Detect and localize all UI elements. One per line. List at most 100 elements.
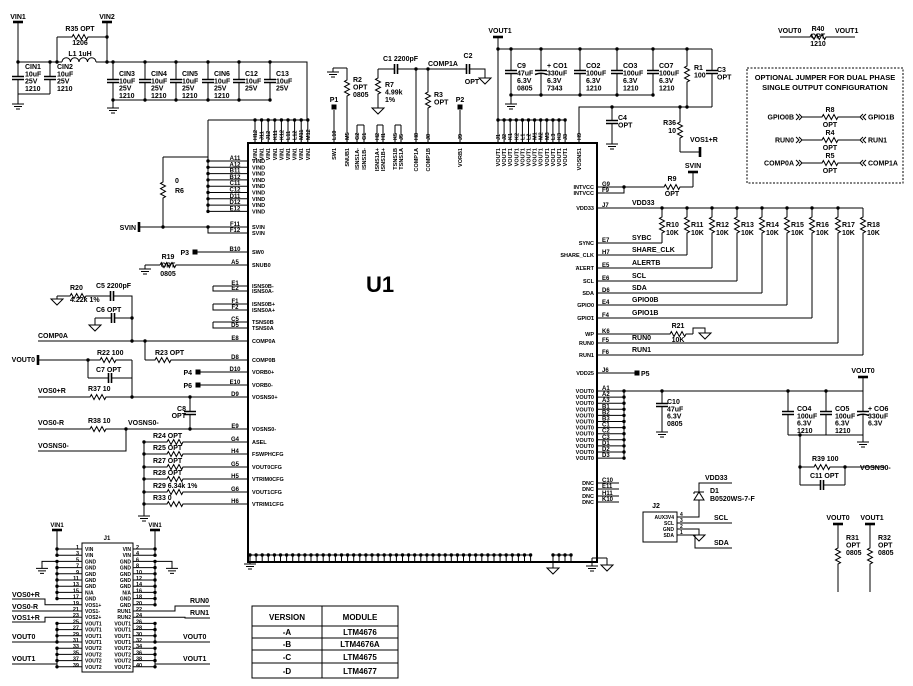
label-parts-co1-1: 330uF bbox=[547, 71, 568, 78]
junction-dot bbox=[130, 316, 134, 320]
label-j1-rows-17-1: VOUT2 bbox=[85, 652, 102, 658]
resistor-symbol bbox=[834, 208, 842, 343]
capacitor-symbol bbox=[109, 291, 115, 301]
resistor-symbol bbox=[144, 463, 248, 471]
junction-dot bbox=[526, 118, 531, 122]
capacitor-symbol bbox=[170, 78, 182, 84]
label-parts-r37: R37 10 bbox=[88, 386, 111, 393]
label-u1-top_pins-7-name: VIN1 bbox=[299, 148, 305, 160]
label-parts-cin2-2: 25V bbox=[57, 79, 70, 86]
label-parts-r36-0: R36 bbox=[663, 120, 676, 127]
label-j1-rows-3-2: GND bbox=[120, 566, 132, 572]
resistor-symbol bbox=[159, 157, 167, 227]
label-j1-rows-2-3: 6 bbox=[136, 557, 139, 563]
label-nets-run1: RUN1 bbox=[632, 347, 651, 354]
label-u1-top_pins-21-name: VOUT1 bbox=[502, 148, 508, 166]
label-u1-left_pins-14-name: ISNS0A- bbox=[252, 289, 274, 295]
label-parts-cin3-1: 10uF bbox=[119, 78, 136, 85]
label-j1-rows-4-2: GND bbox=[120, 572, 132, 578]
label-u1-right_pins-29-num: K10 bbox=[602, 497, 614, 503]
label-nets-svin: SVIN bbox=[685, 163, 701, 170]
label-u1-left_pins-19-num: E8 bbox=[231, 336, 239, 342]
label-j1-rows-16-0: 33 bbox=[73, 644, 79, 650]
junction-dot bbox=[578, 47, 582, 51]
label-parts-pullups-6-1: 10K bbox=[816, 230, 829, 237]
label-j1-rows-10-2: RUN1 bbox=[117, 609, 131, 615]
junction-dot bbox=[610, 105, 614, 109]
junction-dot bbox=[253, 118, 257, 122]
label-parts-pullups-4-0: R14 bbox=[766, 222, 779, 229]
wire bbox=[41, 560, 57, 565]
ground-icon bbox=[36, 564, 48, 574]
label-parts-co7-1: 100uF bbox=[659, 71, 680, 78]
junction-dot bbox=[520, 118, 525, 122]
resistor-symbol bbox=[424, 69, 432, 125]
label-parts-co5-2: 6.3V bbox=[835, 421, 850, 428]
label-nets-vosns0m: VOSNS0- bbox=[860, 465, 891, 472]
label-parts-pullups-5-0: R15 bbox=[791, 222, 804, 229]
junction-dot bbox=[685, 206, 689, 210]
label-nets-alertb: ALERTB bbox=[632, 260, 660, 267]
junction-dot bbox=[622, 185, 626, 189]
junction-dot bbox=[760, 206, 764, 210]
label-j2-pins-2-0: 2 bbox=[680, 524, 683, 530]
label-j1-rows-15-1: VOUT1 bbox=[85, 640, 102, 646]
label-parts-pullups-1-1: 10K bbox=[691, 230, 704, 237]
label-u1-top_pins-15-num: K5 bbox=[393, 133, 399, 140]
label-jumper-rows-0-left: GPIO0B bbox=[768, 115, 794, 122]
label-parts-c13-1: 10uF bbox=[276, 78, 293, 85]
label-nets-vos0p: VOS0+R bbox=[38, 388, 66, 395]
label-u1-right_pins-4-name: SHARE_CLK bbox=[560, 253, 594, 259]
label-j1-rows-18-0: 37 bbox=[73, 657, 79, 663]
label-u1-left_pins-30-name: VTRIM1CFG bbox=[252, 502, 284, 508]
label-nets-run0: RUN0 bbox=[190, 598, 209, 605]
label-parts-cin1-0: CIN1 bbox=[25, 64, 41, 71]
wire bbox=[38, 429, 127, 452]
wire bbox=[478, 68, 486, 75]
label-parts-c10-1: 47uF bbox=[667, 406, 684, 413]
label-j1-rows-1-0: 3 bbox=[76, 551, 79, 557]
label-u1-top_pins-29-num: L3 bbox=[551, 134, 557, 140]
ground-icon bbox=[166, 564, 178, 574]
label-parts-d1-1: B0520WS-7-F bbox=[710, 496, 755, 503]
label-parts-r31-2: 0805 bbox=[846, 550, 862, 557]
label-j1-rows-1-2: VIN bbox=[123, 553, 132, 559]
label-nets-vout1: VOUT1 bbox=[860, 515, 883, 522]
label-parts-c2: C2 bbox=[464, 53, 473, 60]
label-parts-r22: R22 100 bbox=[97, 350, 124, 357]
label-u1-left_pins-12-name: SNUB0 bbox=[252, 263, 271, 269]
label-parts-co5-3: 1210 bbox=[835, 428, 851, 435]
ground-icon bbox=[656, 428, 668, 438]
label-jumper-rows-2-right: COMP1A bbox=[868, 161, 898, 168]
label-u1-left_pins-26-name: FSWPHCFG bbox=[252, 452, 283, 458]
label-u1-right_pins-28-num: H11 bbox=[602, 491, 613, 497]
label-u1-right_pins-11-name: RUN0 bbox=[579, 341, 594, 347]
label-parts-r2-1: OPT bbox=[353, 85, 368, 92]
label-u1-top_pins-22-name: VOUT1 bbox=[508, 148, 514, 166]
label-nets-vout0: VOUT0 bbox=[12, 357, 35, 364]
label-u1-top_pins-12-name: ISNS1B- bbox=[362, 148, 368, 170]
label-j1-rows-8-1: GND bbox=[85, 597, 97, 603]
label-parts-co7-3: 1210 bbox=[659, 86, 675, 93]
label-j1-rows-16-3: 34 bbox=[136, 644, 143, 650]
label-j1-rows-0-3: 2 bbox=[136, 545, 139, 551]
label-nets-gpio1b: GPIO1B bbox=[632, 310, 658, 317]
label-parts-rcfg-0: R24 OPT bbox=[153, 433, 183, 440]
label-nets-vout1: VOUT1 bbox=[183, 656, 206, 663]
label-u1-right_pins-22-name: VOUT0 bbox=[576, 438, 594, 444]
label-parts-co5-1: 100uF bbox=[835, 413, 856, 420]
label-version_table-headers-1: MODULE bbox=[343, 613, 378, 622]
label-parts-r20-0: R20 bbox=[70, 285, 83, 292]
label-j1-rows-10-1: VOS1- bbox=[85, 609, 100, 615]
label-j1-rows-13-0: 27 bbox=[73, 626, 79, 632]
label-u1-left_pins-24-name: VOSNS0- bbox=[252, 427, 276, 433]
label-j1-rows-7-1: N/A bbox=[85, 590, 94, 596]
ground-triangle-icon bbox=[599, 562, 615, 572]
junction-dot bbox=[259, 118, 264, 122]
label-parts-r40-0: R40 bbox=[812, 26, 825, 33]
label-parts-p1: P1 bbox=[330, 97, 339, 104]
label-j1-rows-5-2: GND bbox=[120, 578, 132, 584]
label-parts-co3-3: 1210 bbox=[623, 86, 639, 93]
junction-dot bbox=[55, 60, 59, 64]
test-point-icon bbox=[195, 382, 201, 388]
